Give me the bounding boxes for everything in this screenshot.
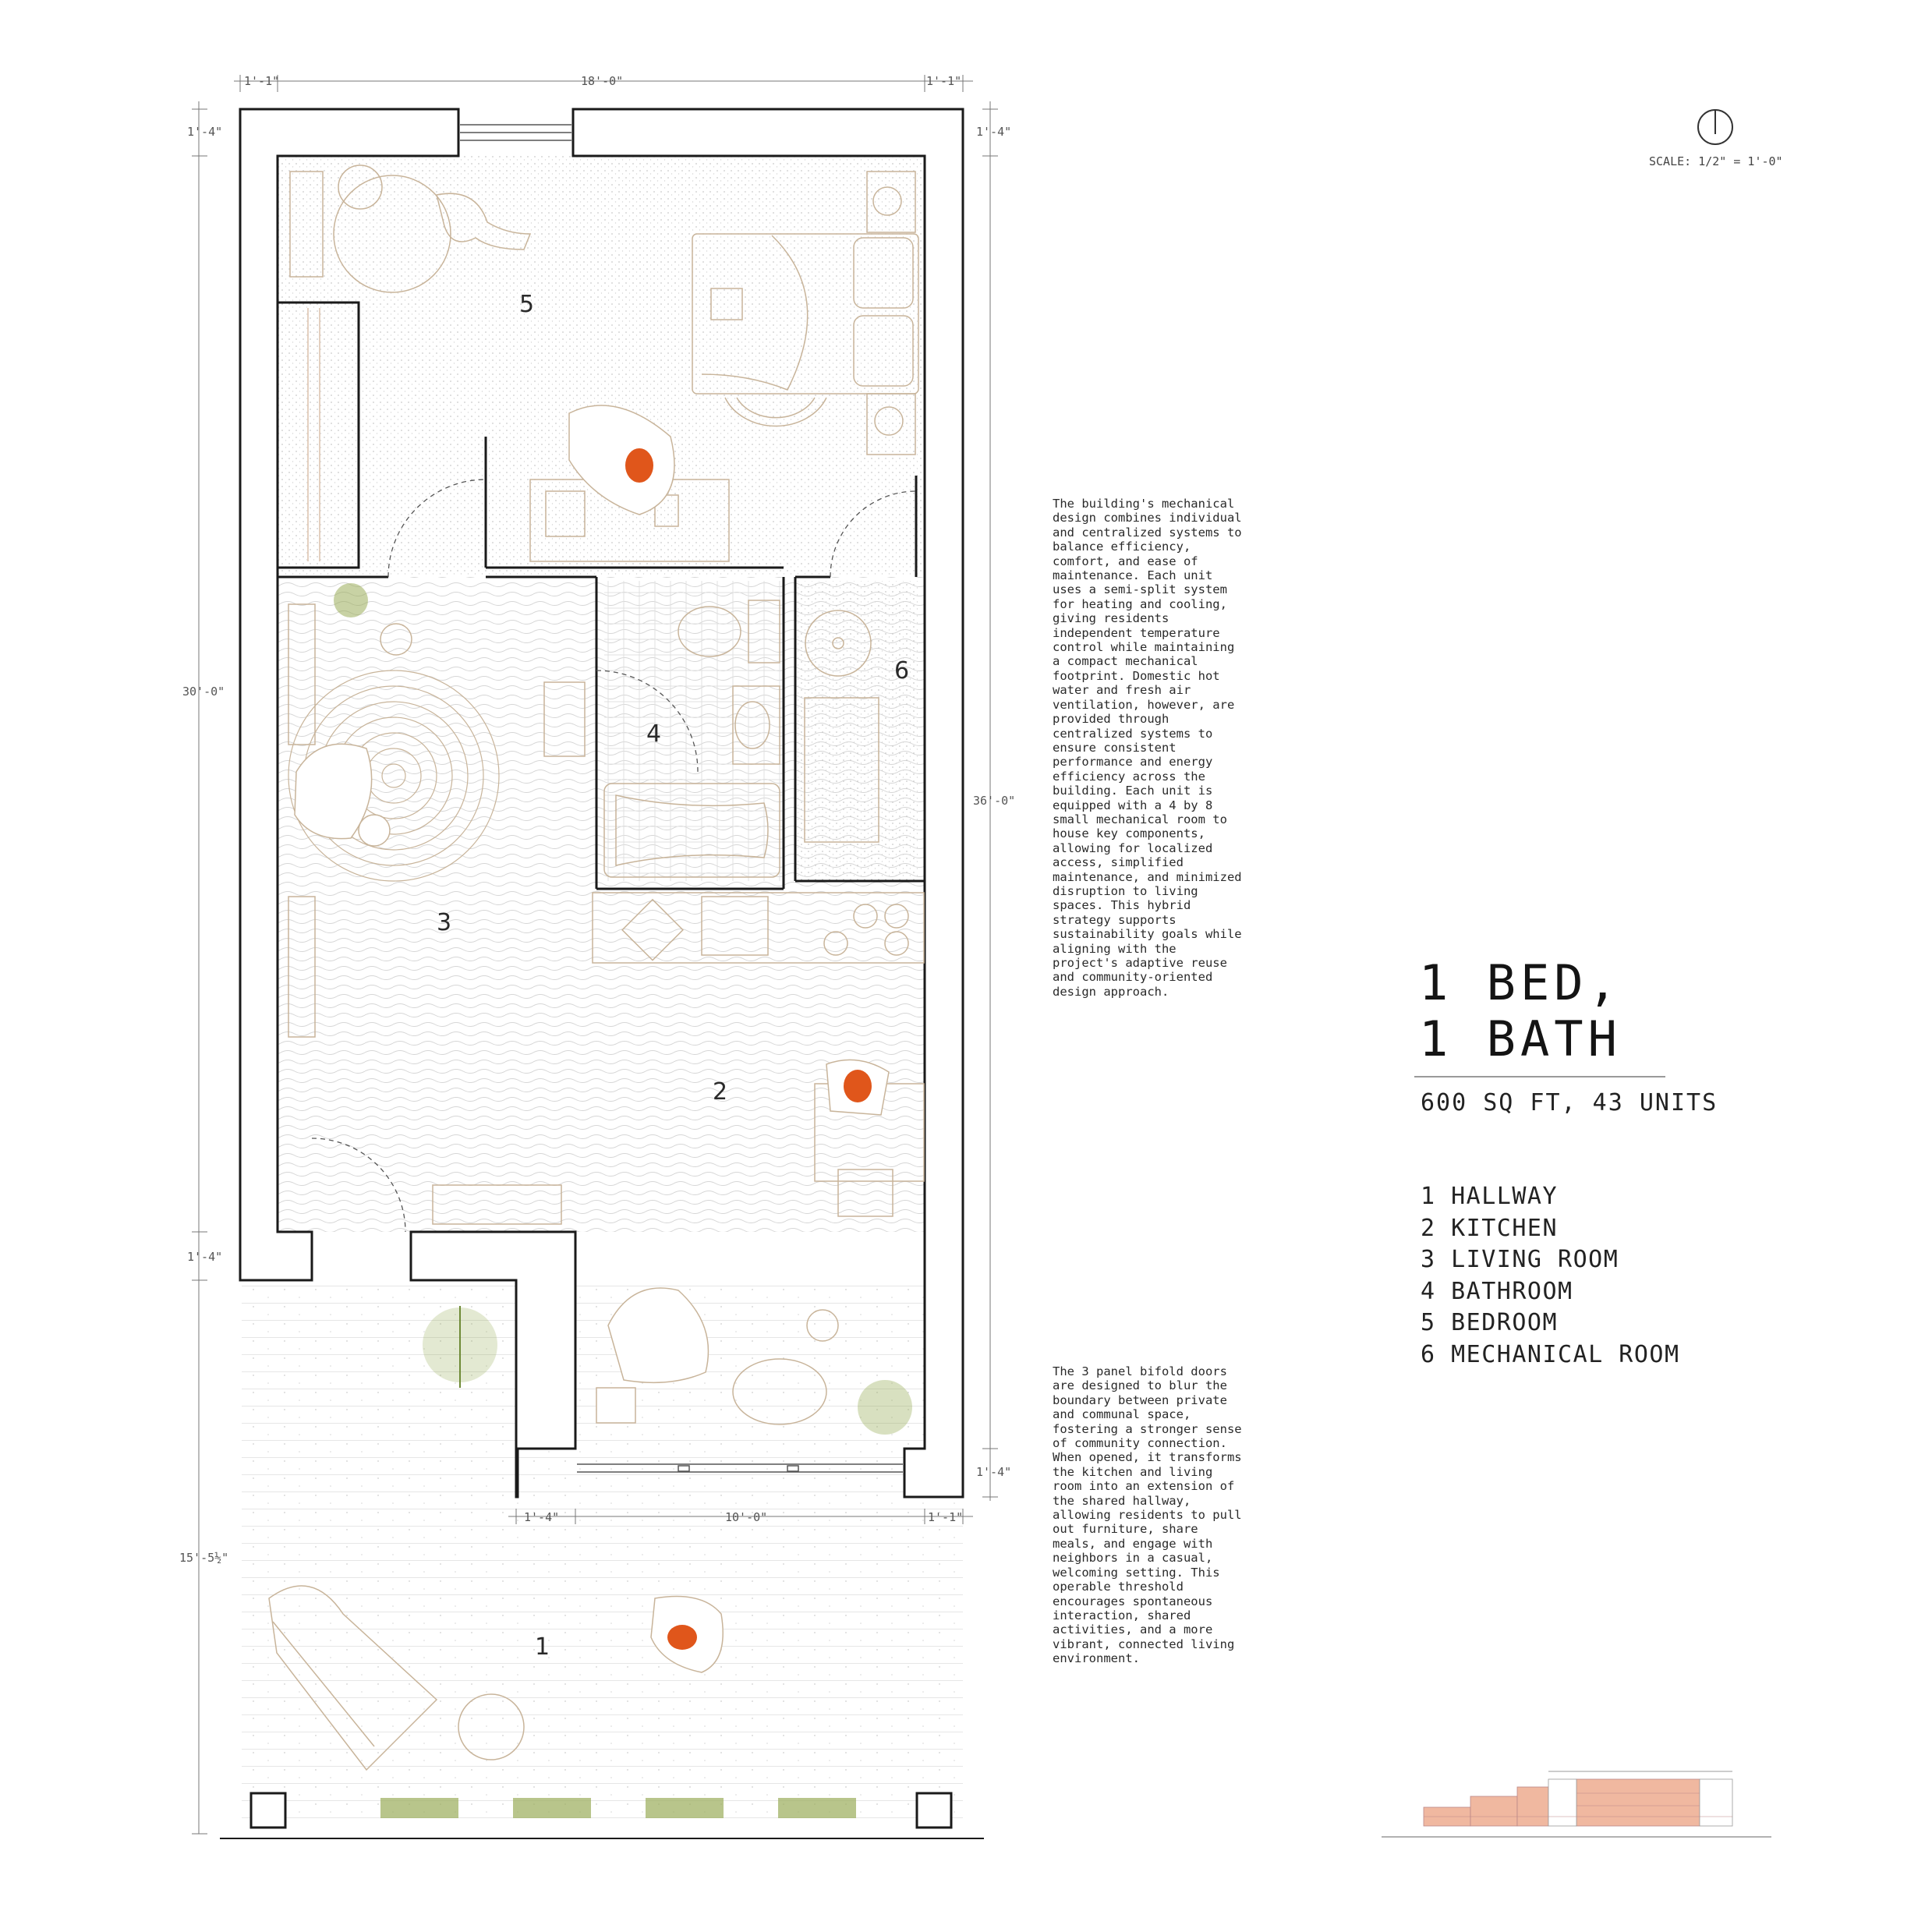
dim-bottom-left: 1'-4": [524, 1510, 559, 1524]
floor-bedroom: [278, 156, 925, 577]
dim-left-hallway: 15'-5½": [179, 1551, 228, 1565]
dim-right-main: 36'-0": [973, 794, 1015, 808]
planters: [380, 1798, 856, 1818]
bifold-description: The 3 panel bifold doors are designed to…: [1053, 1364, 1242, 1666]
room-number-4: 4: [646, 720, 661, 748]
title-line-2: 1 BATH: [1419, 1010, 1622, 1067]
unit-title: 1 BED, 1 BATH: [1419, 955, 1622, 1067]
adirondack-chair: [268, 1585, 438, 1771]
dim-top-right: 1'-1": [926, 74, 961, 88]
floor-mechanical: [795, 581, 920, 881]
dimension-lines: [192, 75, 998, 1835]
dim-right-top: 1'-4": [976, 125, 1011, 139]
building-section-thumbnail: [1382, 1771, 1771, 1838]
room-legend: 1 HALLWAY 2 KITCHEN 3 LIVING ROOM 4 BATH…: [1421, 1181, 1680, 1371]
plant-kitchen: [858, 1380, 912, 1435]
legend-item: 5 BEDROOM: [1421, 1309, 1559, 1336]
dim-left-lower: 1'-4": [187, 1250, 222, 1264]
bathtub: [603, 783, 780, 878]
unit-subtitle: 600 SQ FT, 43 UNITS: [1421, 1089, 1718, 1116]
kitchen-counter: [592, 892, 925, 964]
bed: [692, 233, 919, 395]
dim-top-left: 1'-1": [244, 74, 279, 88]
north-arrow-icon: [1697, 109, 1733, 145]
legend-item: 1 HALLWAY: [1421, 1183, 1559, 1210]
room-number-2: 2: [713, 1078, 727, 1106]
floor-bathroom: [604, 581, 784, 881]
room-number-1: 1: [535, 1633, 550, 1661]
legend-item: 6 MECHANICAL ROOM: [1421, 1340, 1680, 1368]
door-swings: [311, 479, 917, 1233]
hallway-side-table: [458, 1693, 525, 1760]
legend-item: 3 LIVING ROOM: [1421, 1246, 1619, 1273]
dim-bottom-center: 10'-0": [725, 1510, 767, 1524]
legend-item: 2 KITCHEN: [1421, 1214, 1559, 1242]
exterior-walls: [239, 108, 964, 1499]
dim-top-center: 18'-0": [581, 74, 623, 88]
nightstand-top: [866, 171, 916, 233]
legend-item: 4 BATHROOM: [1421, 1277, 1573, 1305]
hallway-columns: [249, 1792, 953, 1829]
closet-shelves: [307, 308, 320, 561]
mechanical-units: [804, 610, 879, 843]
bookshelves: [288, 603, 316, 1038]
dim-left-main: 30'-0": [182, 685, 225, 699]
dim-left-top: 1'-4": [187, 125, 222, 139]
interior-walls: [276, 301, 925, 890]
top-window: [460, 124, 571, 141]
shoe-rack: [432, 1184, 562, 1225]
plant-hallway: [423, 1306, 497, 1388]
floor-hallway-deck: [242, 1283, 963, 1821]
person-hallway: [650, 1595, 724, 1673]
reading-table: [289, 165, 532, 293]
coffee-table: [732, 1309, 839, 1425]
bedroom-rug: [724, 397, 827, 427]
toilet: [678, 600, 780, 663]
room-number-5: 5: [519, 291, 534, 318]
room-number-6: 6: [894, 657, 909, 685]
title-line-1: 1 BED,: [1419, 954, 1622, 1011]
person-desk: [568, 405, 675, 515]
mechanical-description: The building's mechanical design combine…: [1053, 497, 1242, 999]
person-kitchen: [826, 1059, 890, 1116]
title-divider: [1414, 1076, 1665, 1077]
nightstand-bottom: [866, 393, 916, 455]
scale-label: SCALE: 1/2" = 1'-0": [1649, 154, 1783, 168]
plant-living: [334, 583, 368, 617]
side-table: [380, 623, 586, 757]
armchair-living: [294, 743, 391, 847]
bifold-doors[interactable]: [577, 1463, 903, 1473]
dim-bottom-right: 1'-1": [928, 1510, 963, 1524]
lounge-chair: [596, 1287, 709, 1424]
sink: [732, 685, 780, 765]
dim-right-lower: 1'-4": [976, 1465, 1011, 1479]
room-number-3: 3: [437, 909, 451, 936]
